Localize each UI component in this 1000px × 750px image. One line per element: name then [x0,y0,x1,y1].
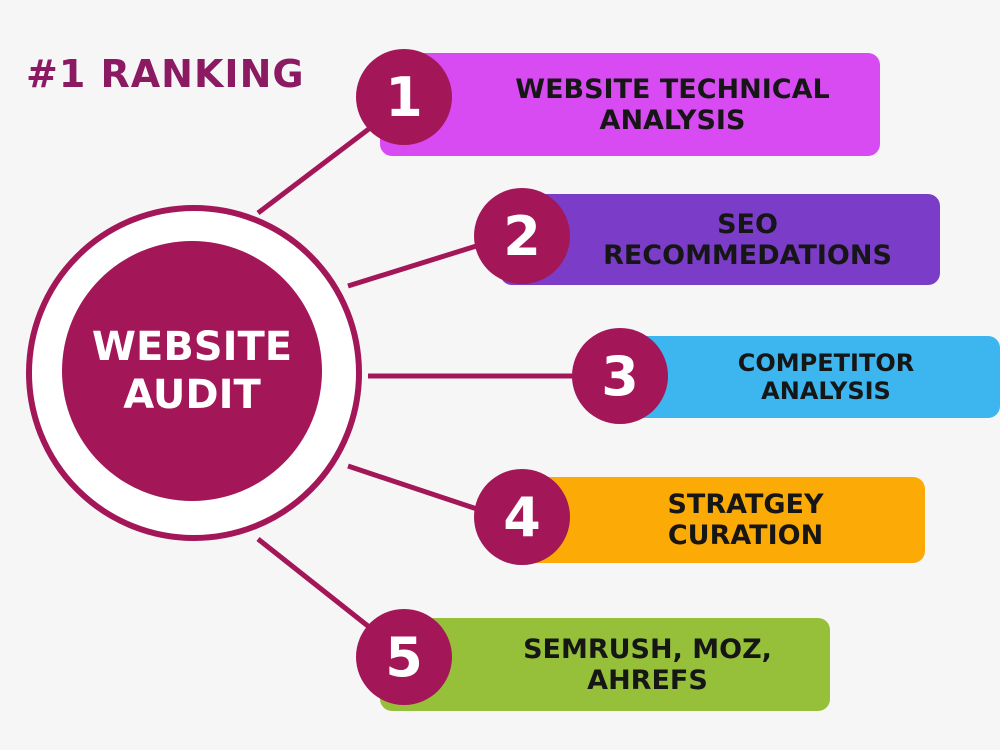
center-disc: WEBSITE AUDIT [62,241,322,501]
step-3-number-badge: 3 [572,328,668,424]
step-1-bar: WEBSITE TECHNICAL ANALYSIS [380,53,880,156]
center-title-line-1: WEBSITE [91,324,293,370]
step-2-number: 2 [503,204,541,268]
step-5-number-badge: 5 [356,609,452,705]
step-1-number-badge: 1 [356,49,452,145]
step-4-number: 4 [503,485,541,549]
connector-2 [347,240,487,289]
step-1-label: WEBSITE TECHNICAL ANALYSIS [515,73,830,136]
connector-1 [256,120,380,215]
step-4-bar: STRATGEY CURATION [500,477,925,563]
step-4-label: STRATGEY CURATION [667,489,824,551]
step-3-label: COMPETITOR ANALYSIS [737,349,915,405]
step-3-number: 3 [601,344,639,408]
step-1-number: 1 [385,65,423,129]
step-2-number-badge: 2 [474,188,570,284]
connector-4 [347,463,487,515]
step-2-bar: SEO RECOMMEDATIONS [500,194,940,285]
step-3-bar: COMPETITOR ANALYSIS [612,336,1000,418]
step-5-number: 5 [385,625,423,689]
step-5-label: SEMRUSH, MOZ, AHREFS [523,633,772,696]
center-title-line-2: AUDIT [123,372,261,418]
step-2-label: SEO RECOMMEDATIONS [603,208,892,271]
ranking-heading: #1 RANKING [26,52,305,96]
connector-5 [256,537,380,636]
step-5-bar: SEMRUSH, MOZ, AHREFS [380,618,830,711]
step-4-number-badge: 4 [474,469,570,565]
